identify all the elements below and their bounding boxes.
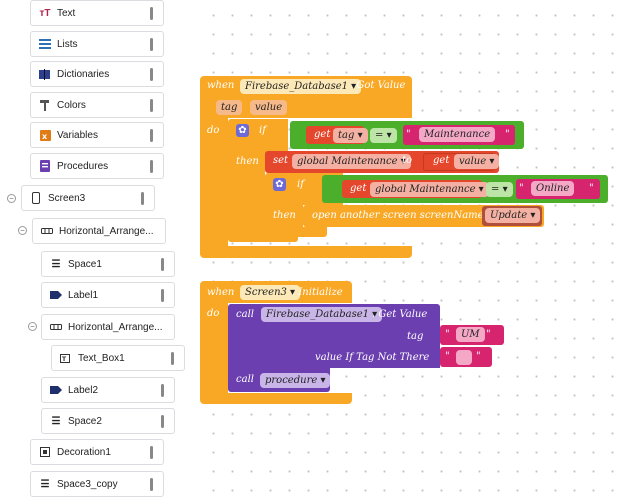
component-text-box1[interactable]: T Text_Box1 xyxy=(51,345,185,371)
textbox-icon: T xyxy=(60,352,72,364)
built-in-variables[interactable]: x Variables xyxy=(30,122,164,148)
drag-handle[interactable] xyxy=(161,257,164,271)
space-icon: ☰ xyxy=(40,478,50,490)
collapse-toggle[interactable]: − xyxy=(18,226,27,235)
built-in-text[interactable]: ᴛT Text xyxy=(30,0,164,26)
get-value-dropdown[interactable]: value ▾ xyxy=(454,154,500,169)
call-get-value-body xyxy=(228,326,440,368)
event-footer xyxy=(200,246,412,258)
list-icon xyxy=(39,38,51,50)
procedures-icon xyxy=(39,160,51,172)
call-component-dropdown[interactable]: Firebase_Database1 ▾ xyxy=(261,307,383,322)
drag-handle[interactable] xyxy=(150,6,153,20)
svg-text:x: x xyxy=(42,132,48,141)
collapse-toggle[interactable]: − xyxy=(28,322,37,331)
operator-dropdown-2[interactable]: = ▾ xyxy=(486,182,513,197)
label-icon xyxy=(50,289,62,301)
drag-handle[interactable] xyxy=(150,98,153,112)
component-decoration1[interactable]: Decoration1 xyxy=(30,439,164,465)
space-icon: ☰ xyxy=(51,258,61,270)
drag-handle[interactable] xyxy=(150,477,153,491)
built-in-procedures[interactable]: Procedures xyxy=(30,153,164,179)
variables-icon: x xyxy=(39,129,51,141)
drag-handle[interactable] xyxy=(161,288,164,302)
label-icon xyxy=(50,384,62,396)
drag-handle[interactable] xyxy=(150,67,153,81)
gear-icon[interactable]: ✿ xyxy=(273,178,286,191)
drag-handle[interactable] xyxy=(150,37,153,51)
component-space3-copy[interactable]: ☰ Space3_copy xyxy=(30,471,164,497)
string-online[interactable]: Online xyxy=(531,181,575,196)
screen-component-dropdown[interactable]: Screen3 ▾ xyxy=(240,285,301,300)
event-footer xyxy=(200,393,352,404)
procedure-dropdown[interactable]: procedure ▾ xyxy=(260,373,331,388)
inner-if-body-bar xyxy=(265,205,303,227)
component-label2[interactable]: Label2 xyxy=(41,377,175,403)
component-space2[interactable]: ☰ Space2 xyxy=(41,408,175,434)
gear-icon[interactable]: ✿ xyxy=(236,124,249,137)
get-tag-dropdown[interactable]: tag ▾ xyxy=(333,128,368,143)
svg-text:T: T xyxy=(62,356,67,363)
built-in-lists[interactable]: Lists xyxy=(30,31,164,57)
drag-handle[interactable] xyxy=(171,351,174,365)
event-body-bar xyxy=(200,303,228,395)
component-space1[interactable]: ☰ Space1 xyxy=(41,251,175,277)
decoration-icon xyxy=(39,446,51,458)
drag-handle[interactable] xyxy=(141,191,144,205)
drag-handle[interactable] xyxy=(161,383,164,397)
string-um[interactable]: UM xyxy=(456,327,485,342)
get-global-dropdown[interactable]: global Maintenance ▾ xyxy=(370,182,489,197)
component-screen3[interactable]: Screen3 xyxy=(21,185,155,211)
component-horizontal-arrangement[interactable]: Horizontal_Arrange... xyxy=(32,218,166,244)
drag-handle[interactable] xyxy=(150,159,153,173)
phone-icon xyxy=(30,192,42,204)
space-icon: ☰ xyxy=(51,415,61,427)
drag-handle[interactable] xyxy=(161,414,164,428)
horizontal-arrangement-icon xyxy=(50,321,62,333)
collapse-toggle[interactable]: − xyxy=(7,194,16,203)
screen-dropdown[interactable]: Update ▾ xyxy=(485,208,541,223)
if-body-bar xyxy=(228,155,265,230)
blocks-panel: ᴛT Text Lists Dictionaries Colors x Vari… xyxy=(0,0,196,500)
built-in-dictionaries[interactable]: Dictionaries xyxy=(30,61,164,87)
horizontal-arrangement-icon xyxy=(41,225,53,237)
string-empty[interactable] xyxy=(456,350,472,365)
drag-handle[interactable] xyxy=(150,445,153,459)
drag-handle[interactable] xyxy=(150,128,153,142)
text-icon: ᴛT xyxy=(39,7,51,19)
string-maintenance[interactable]: Maintenance xyxy=(419,127,496,142)
built-in-colors[interactable]: Colors xyxy=(30,92,164,118)
set-variable-dropdown[interactable]: global Maintenance ▾ xyxy=(292,154,411,169)
paint-roller-icon xyxy=(39,99,51,111)
component-horizontal-arrangement-2[interactable]: Horizontal_Arrange... xyxy=(41,314,175,340)
param-value[interactable]: value xyxy=(250,100,288,115)
event-body-bar xyxy=(200,118,228,246)
param-tag[interactable]: tag xyxy=(216,100,243,115)
component-label1[interactable]: Label1 xyxy=(41,282,175,308)
inner-if-footer xyxy=(265,227,327,237)
operator-dropdown[interactable]: = ▾ xyxy=(370,128,397,143)
book-icon xyxy=(39,68,51,80)
component-dropdown[interactable]: Firebase_Database1 ▾ xyxy=(240,79,362,94)
